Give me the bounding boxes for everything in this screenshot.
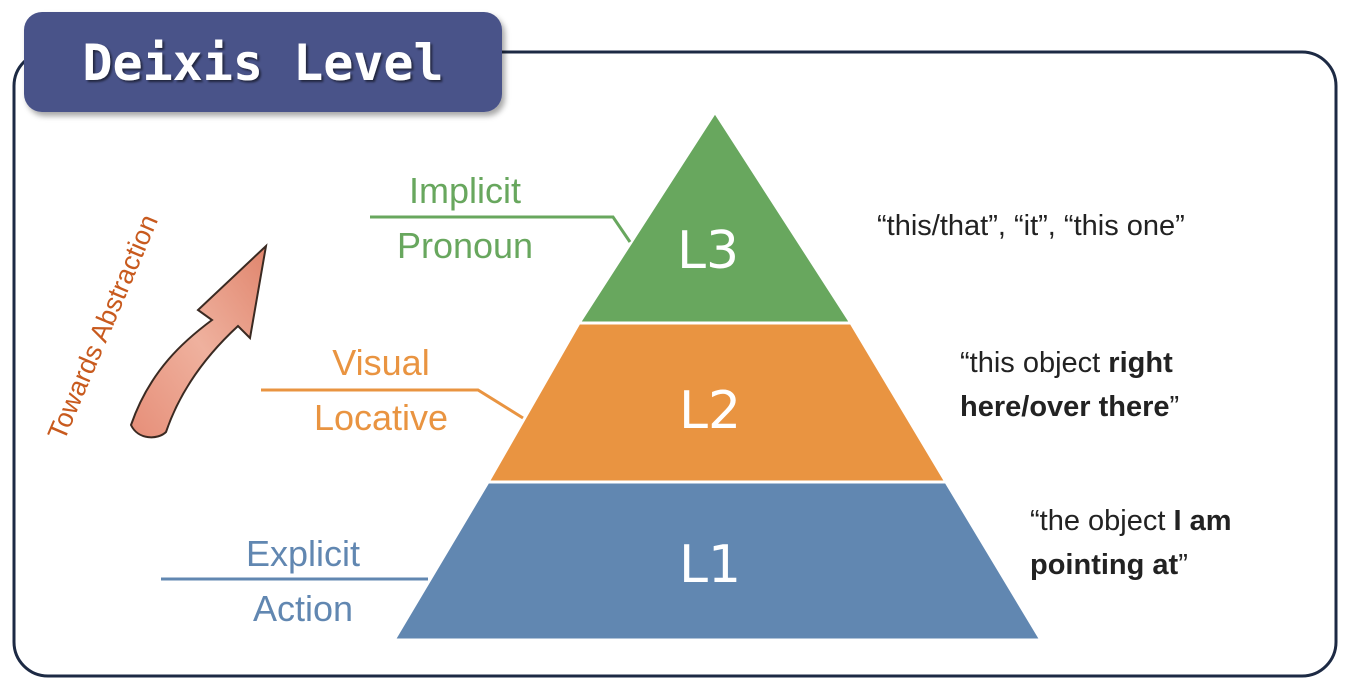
example-l2: “this object right here/over there” (960, 347, 1179, 423)
page-title: Deixis Level (82, 34, 443, 92)
example-run: right (1108, 347, 1173, 379)
side-label-l1-line2: Action (253, 588, 353, 629)
side-label-l1-line1: Explicit (246, 533, 360, 574)
side-label-l3-line2: Pronoun (397, 225, 533, 266)
title-box (24, 12, 502, 112)
example-run: “this/that”, “it”, “this one” (877, 210, 1185, 242)
level-id-l2: L2 (679, 381, 741, 441)
leader-line-l3 (370, 215, 632, 243)
side-label-l3-line1: Implicit (409, 170, 521, 211)
example-l3: “this/that”, “it”, “this one” (877, 210, 1185, 242)
example-run: ” (1178, 549, 1188, 581)
example-run: ” (1170, 391, 1180, 423)
side-label-l2-line1: Visual (332, 342, 429, 383)
pyramid-tier-l1 (391, 480, 1044, 642)
side-label-l2-line2: Locative (314, 397, 448, 438)
example-run: “this object (960, 347, 1108, 379)
example-run: here/over there (960, 391, 1170, 423)
example-run: I am (1173, 505, 1231, 537)
leader-line-l2 (261, 388, 524, 420)
example-l1: “the object I am pointing at” (1030, 505, 1232, 581)
level-id-l3: L3 (677, 221, 739, 281)
example-run: “the object (1030, 505, 1173, 537)
example-run: pointing at (1030, 549, 1179, 581)
abstraction-arrow-icon (129, 243, 268, 439)
level-id-l1: L1 (679, 535, 741, 595)
